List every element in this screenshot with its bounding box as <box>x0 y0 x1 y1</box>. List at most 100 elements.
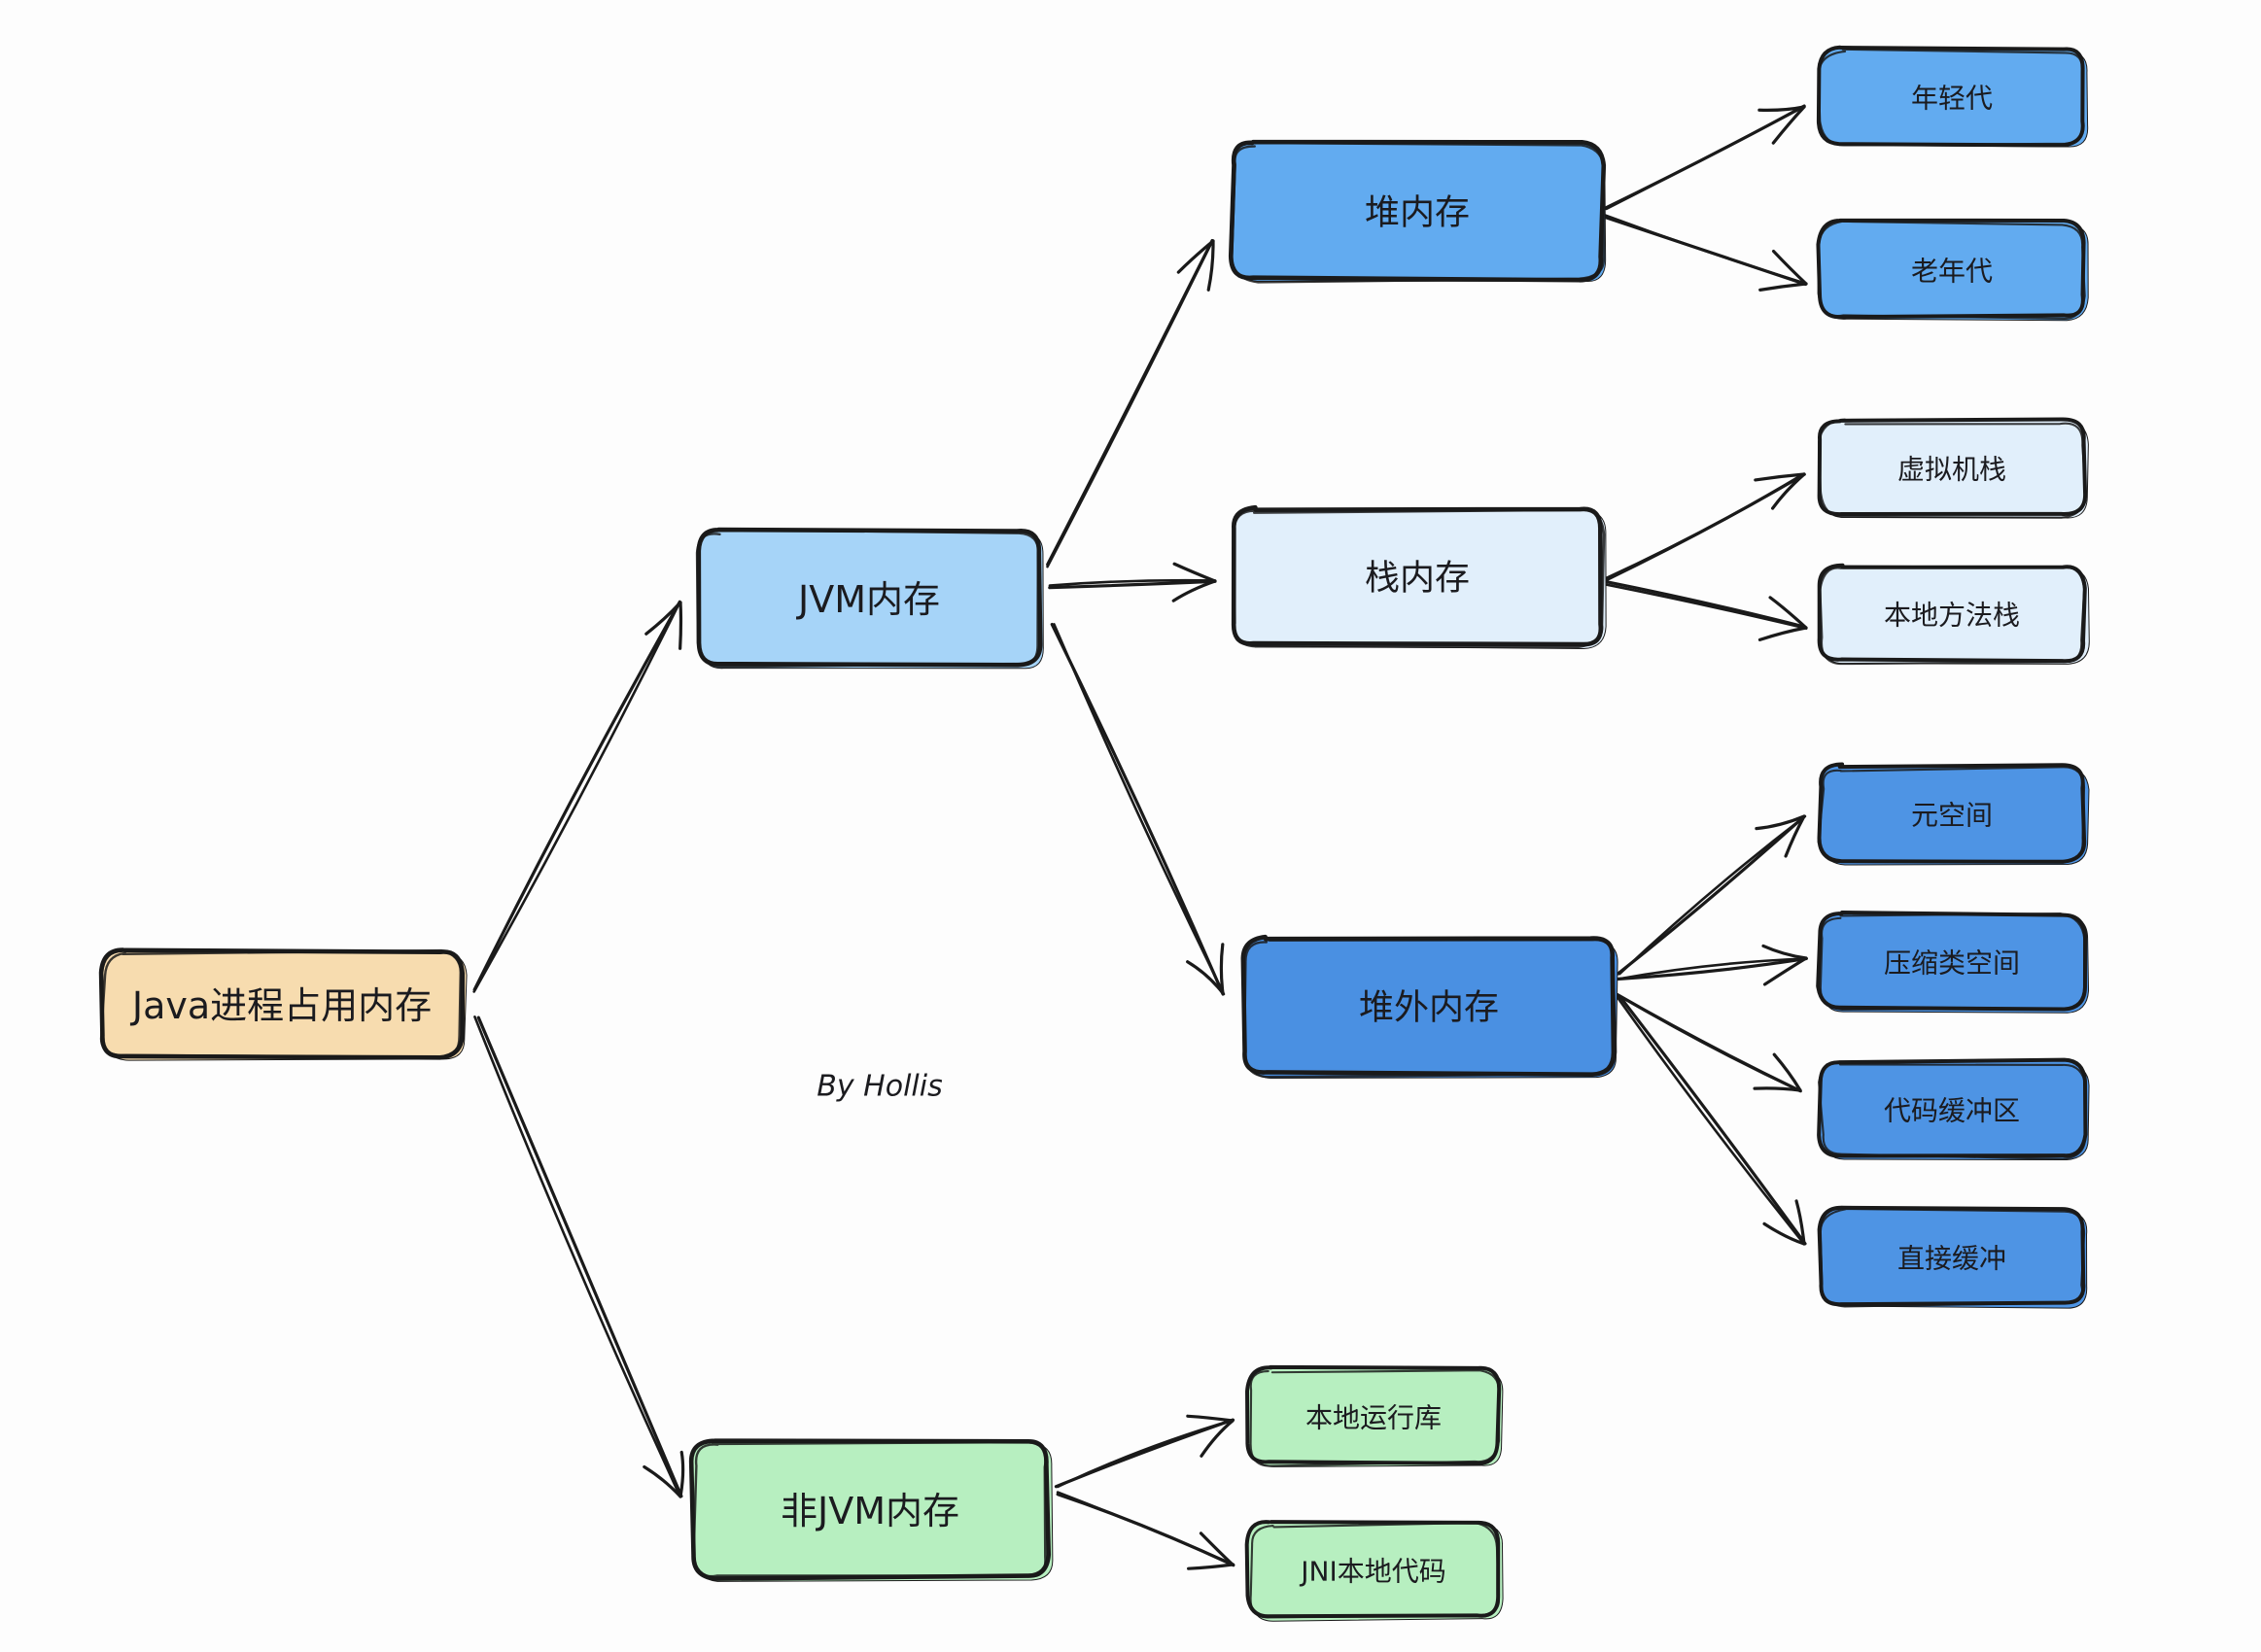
edge-arrowhead-barb <box>1171 579 1217 602</box>
node-vm-stack[interactable]: 虚拟机栈 <box>1817 417 2089 519</box>
edge-root-to-non-jvm <box>473 1015 685 1498</box>
node-outline-second-pass <box>1817 220 2086 320</box>
node-label-stack-memory: 栈内存 <box>1365 559 1470 599</box>
node-outline-second-pass <box>1817 418 2087 519</box>
edge-stroke <box>472 600 681 991</box>
edge-arrowhead-barb <box>1771 249 1808 286</box>
edge-jvm-to-stack <box>1048 562 1217 602</box>
edge-arrowhead-barb <box>1762 1222 1806 1246</box>
node-label-old-generation: 老年代 <box>1911 256 1993 288</box>
node-outline-second-pass <box>1817 48 2084 147</box>
node-native-runtime-library[interactable]: 本地运行库 <box>1245 1364 1504 1467</box>
node-outline-second-pass <box>1819 565 2086 666</box>
edge-stroke <box>1048 579 1217 590</box>
node-jni-native-code[interactable]: JNI本地代码 <box>1244 1520 1504 1622</box>
node-body <box>1817 563 2087 664</box>
edge-arrowhead-barb <box>1172 562 1217 583</box>
edge-root-to-jvm <box>472 600 683 993</box>
edge-arrowhead-barb <box>644 601 682 636</box>
node-label-young-generation: 年轻代 <box>1911 83 1993 115</box>
edge-arrowhead-barb <box>1186 960 1225 995</box>
edge-arrowhead-barb <box>1200 1419 1235 1458</box>
node-code-cache[interactable]: 代码缓冲区 <box>1817 1057 2090 1161</box>
node-outline-second-pass <box>99 948 462 1059</box>
edge-stroke <box>1605 583 1808 630</box>
edge-stroke <box>1046 240 1214 568</box>
edge-arrowhead-barb <box>1176 239 1215 274</box>
node-outline-second-pass <box>695 528 1040 669</box>
node-jvm-memory[interactable]: JVM内存 <box>695 527 1044 670</box>
node-outline-second-pass <box>1249 1369 1501 1467</box>
edge-arrowhead-barb <box>1753 1086 1802 1092</box>
node-outline-second-pass <box>692 1440 1047 1578</box>
edge-stroke <box>1617 994 1802 1093</box>
edge-offheap-to-metaspace <box>1616 814 1807 976</box>
edge-arrowhead-barb <box>1784 814 1806 858</box>
edge-stroke <box>1602 579 1807 629</box>
edge-arrowhead-barb <box>1762 956 1808 986</box>
edge-arrowhead-barb <box>1771 472 1806 510</box>
edge-heap-to-old <box>1602 213 1808 292</box>
node-heap-memory[interactable]: 堆内存 <box>1228 139 1607 284</box>
node-non-jvm-memory[interactable]: 非JVM内存 <box>688 1438 1054 1582</box>
node-label-compressed-class-space: 压缩类空间 <box>1884 947 2020 980</box>
edge-stroke <box>1617 814 1807 976</box>
edge-stroke <box>1606 472 1806 581</box>
edge-stroke <box>472 601 681 993</box>
edge-stroke <box>1617 957 1809 981</box>
edge-arrowhead-barb <box>1758 282 1808 292</box>
node-direct-buffer[interactable]: 直接缓冲 <box>1817 1205 2088 1309</box>
edge-arrowhead-barb <box>1186 1414 1235 1423</box>
node-label-metaspace: 元空间 <box>1911 800 1993 832</box>
edge-arrowhead-barb <box>1761 944 1808 960</box>
node-off-heap-memory[interactable]: 堆外内存 <box>1240 934 1618 1080</box>
node-body <box>1816 45 2085 148</box>
edge-arrowhead-barb <box>678 601 683 650</box>
edge-stroke <box>473 1015 681 1497</box>
edge-arrowhead-barb <box>1768 596 1808 630</box>
node-label-jvm-memory: JVM内存 <box>796 578 940 621</box>
edge-arrowhead-barb <box>678 1450 685 1498</box>
edge-stroke <box>1056 1491 1235 1566</box>
edge-arrowhead-barb <box>1772 1052 1802 1092</box>
edge-jvm-to-heap <box>1046 238 1215 568</box>
edge-jvm-to-off-heap <box>1050 622 1226 996</box>
edge-offheap-to-ccs <box>1616 944 1809 986</box>
node-label-heap-memory: 堆内存 <box>1365 193 1470 233</box>
edge-offheap-to-code-cache <box>1616 992 1802 1093</box>
node-outline-second-pass <box>1819 1207 2086 1308</box>
node-label-off-heap-memory: 堆外内存 <box>1359 988 1499 1028</box>
node-label-code-cache: 代码缓冲区 <box>1884 1095 2020 1127</box>
edge-arrowhead-barb <box>1794 1199 1806 1246</box>
node-young-generation[interactable]: 年轻代 <box>1816 45 2089 148</box>
node-java-process-memory[interactable]: Java进程占用内存 <box>98 947 468 1061</box>
edge-arrowhead-barb <box>1757 626 1808 641</box>
edge-arrowhead-barb <box>1755 814 1806 831</box>
node-outline-second-pass <box>1818 1061 2087 1160</box>
edge-nonjvm-to-jni <box>1056 1491 1235 1570</box>
node-outline-second-pass <box>1249 1522 1500 1619</box>
node-compressed-class-space[interactable]: 压缩类空间 <box>1816 911 2090 1014</box>
watermark-by-hollis: By Hollis <box>817 1070 942 1104</box>
edge-stack-to-vm-stack <box>1601 472 1806 582</box>
edge-arrowhead-barb <box>643 1464 682 1498</box>
node-old-generation[interactable]: 老年代 <box>1816 218 2089 322</box>
node-outline-second-pass <box>1817 766 2086 863</box>
edges-layer <box>472 104 1809 1570</box>
node-native-method-stack[interactable]: 本地方法栈 <box>1817 563 2090 666</box>
node-metaspace[interactable]: 元空间 <box>1817 762 2090 866</box>
edge-stroke <box>1602 213 1807 285</box>
node-body <box>1817 417 2088 517</box>
edge-stroke <box>1617 994 1807 1246</box>
edge-arrowhead-barb <box>1206 239 1215 292</box>
edge-arrowhead-barb <box>1757 105 1806 112</box>
edge-arrowhead-barb <box>1199 1532 1235 1566</box>
node-stack-memory[interactable]: 栈内存 <box>1231 504 1607 649</box>
edge-heap-to-young <box>1604 104 1806 211</box>
node-label-java-process-memory: Java进程占用内存 <box>130 984 432 1027</box>
edge-arrowhead-barb <box>1187 1563 1235 1570</box>
edge-stroke <box>476 1015 683 1498</box>
edge-stroke <box>1053 623 1226 996</box>
